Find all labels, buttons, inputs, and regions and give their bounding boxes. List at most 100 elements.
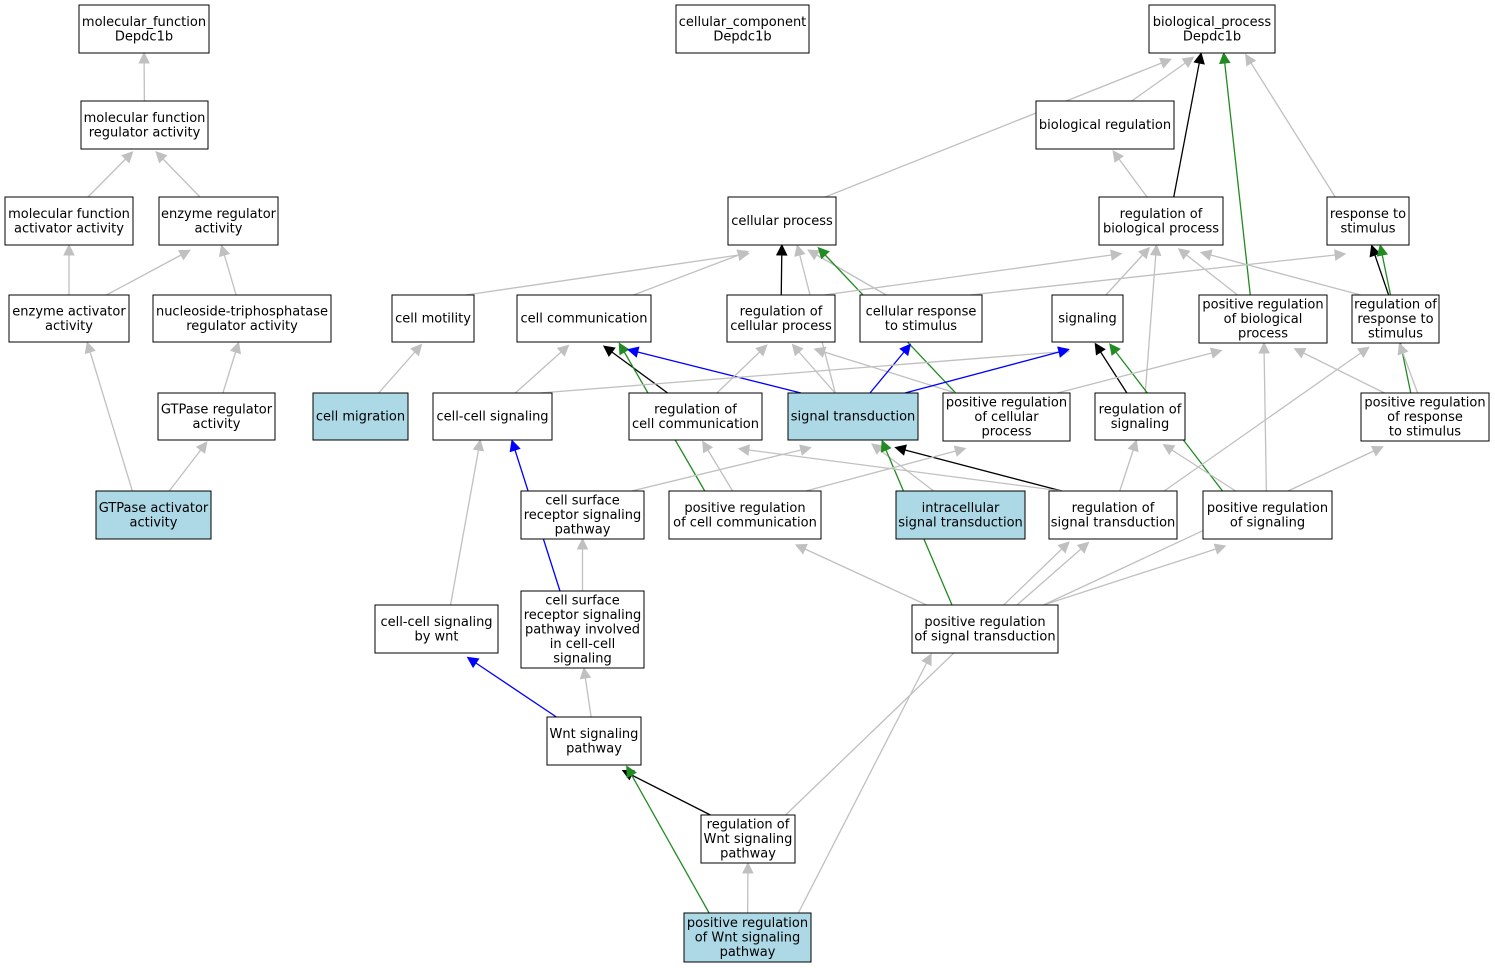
arrowhead (1334, 249, 1347, 261)
arrowhead (1209, 347, 1223, 359)
arrowhead (1245, 53, 1257, 67)
term-box (675, 4, 810, 54)
arrowhead (880, 439, 892, 453)
edge-regulates (894, 444, 1062, 492)
edge-line (824, 351, 956, 394)
term-node-sig-trans[interactable]: signal transduction (787, 392, 919, 441)
arrowhead (579, 667, 592, 680)
arrowhead (155, 151, 168, 164)
term-box (158, 196, 279, 246)
edge-is-a (138, 51, 150, 102)
arrowhead (807, 249, 821, 261)
term-node-signaling[interactable]: signaling (1051, 294, 1124, 343)
term-node-cell-mig[interactable]: cell migration (312, 392, 409, 441)
term-label-line: Depdc1b (1183, 29, 1241, 44)
term-label-line: positive regulation (1207, 501, 1328, 516)
edge-is-a (1144, 243, 1162, 394)
term-label-line: of cell communication (673, 515, 817, 530)
edge-regulates (1369, 244, 1390, 296)
term-node-cc-sig[interactable]: cell-cell signaling (432, 392, 553, 441)
term-node-cell-proc[interactable]: cellular process (727, 196, 837, 246)
term-label-line: of Wnt signaling (695, 931, 801, 946)
term-label-line: positive regulation (946, 396, 1067, 411)
edge-line (162, 158, 201, 198)
edge-line (780, 254, 783, 296)
edge-line (631, 449, 802, 492)
term-label-line: signaling (1058, 312, 1117, 327)
arrowhead (1076, 541, 1090, 554)
term-label-line: activator activity (14, 221, 124, 236)
term-label-line: of response (1387, 410, 1463, 425)
term-label-line: molecular function (8, 207, 130, 222)
term-label-line: of signal transduction (914, 629, 1055, 644)
term-node-cell-mot[interactable]: cell motility (391, 294, 475, 343)
arrowhead (791, 343, 804, 357)
term-label-line: of biological (1224, 312, 1303, 327)
edge-line (465, 254, 739, 296)
edge-layer (63, 51, 1419, 914)
arrowhead (775, 243, 788, 256)
edge-positively-regulates (1219, 51, 1251, 296)
edge-line (1105, 254, 1144, 296)
term-label-line: activity (45, 319, 93, 334)
edge-line (106, 254, 182, 296)
term-box (895, 490, 1026, 540)
edge-is-a (1162, 443, 1236, 492)
term-box (727, 196, 837, 246)
edge-line (1119, 449, 1134, 492)
term-box (1048, 490, 1178, 540)
arrowhead (1094, 342, 1106, 356)
term-box (432, 392, 553, 441)
arrowhead (1162, 443, 1176, 456)
arrowhead (742, 861, 754, 874)
edge-part-of (626, 346, 802, 394)
term-label-line: pathway (720, 945, 776, 960)
term-node-cell-comm[interactable]: cell communication (516, 294, 652, 343)
edge-is-a (449, 439, 485, 606)
term-node-bio-reg[interactable]: biological regulation (1035, 100, 1175, 150)
term-box (1202, 490, 1333, 540)
edge-line (904, 449, 1062, 492)
edge-is-a (579, 667, 592, 718)
edge-is-a (1258, 341, 1270, 492)
term-label-line: molecular function (84, 111, 206, 126)
arrowhead (1369, 244, 1381, 258)
edge-line (1043, 548, 1217, 606)
term-box (1148, 4, 1276, 54)
term-label-line: enzyme regulator (161, 207, 277, 222)
term-label-line: activity (193, 417, 241, 432)
arrowhead (229, 341, 242, 355)
arrowhead (121, 151, 134, 164)
